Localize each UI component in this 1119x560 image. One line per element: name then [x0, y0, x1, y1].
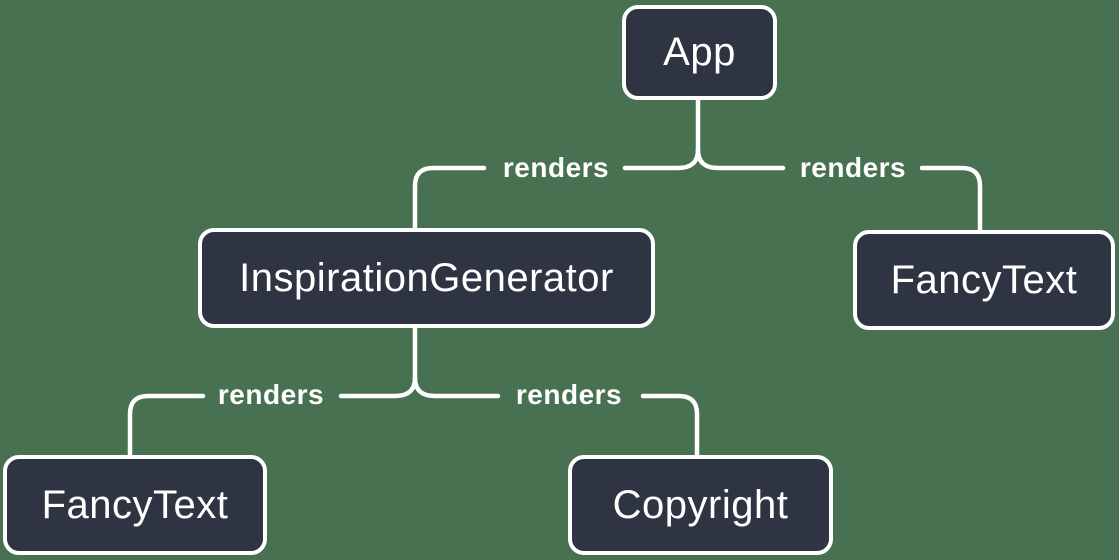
edge-app-to-inspirationgenerator-rail: [622, 147, 701, 171]
node-fancy-text-top: FancyText: [853, 230, 1115, 330]
node-fancy-text-bottom: FancyText: [3, 455, 267, 555]
node-inspiration-generator: InspirationGenerator: [198, 228, 655, 328]
edge-drop-to-copyright: [640, 393, 700, 458]
edge-inspirationgenerator-to-copyright-rail: [412, 375, 501, 399]
edge-drop-to-fancytext-bottom: [127, 393, 206, 458]
edge-drop-to-fancytext-top: [919, 165, 983, 233]
edge-label-inspirationgenerator-copyright: renders: [515, 379, 623, 410]
node-app: App: [622, 5, 777, 100]
edge-label-app-fancytext: renders: [799, 152, 907, 183]
edge-app-to-fancytext-rail: [695, 147, 786, 171]
edge-label-inspirationgenerator-fancytext: renders: [217, 379, 325, 410]
edge-drop-to-inspirationgenerator: [412, 165, 487, 231]
node-copyright: Copyright: [568, 455, 833, 555]
edge-inspirationgenerator-to-fancytext-rail: [338, 375, 418, 399]
edge-label-app-inspirationgenerator: renders: [502, 152, 610, 183]
